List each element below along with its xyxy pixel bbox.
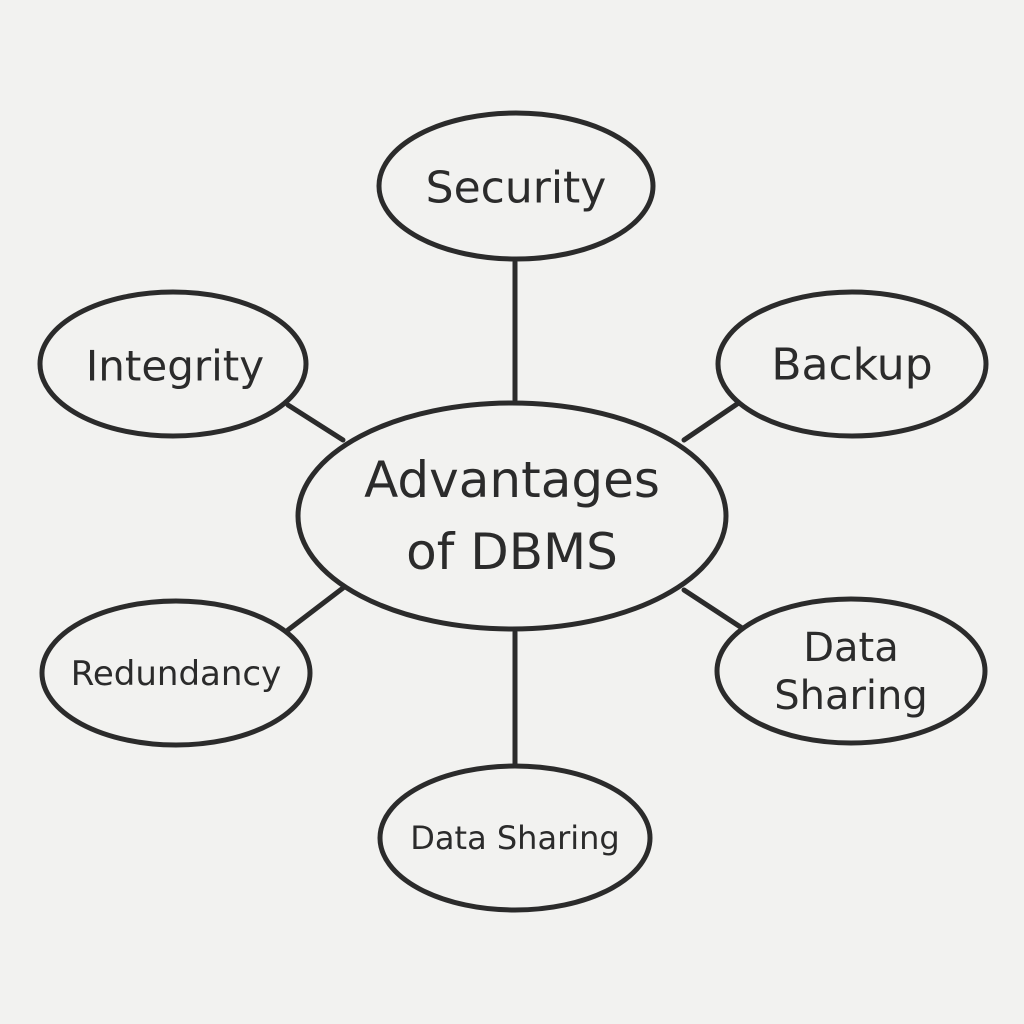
node-redundancy: Redundancy (39, 598, 313, 748)
center-node: Advantages of DBMS (295, 400, 729, 632)
edge-redundancy (285, 585, 346, 633)
center-label-line1: Advantages (364, 451, 660, 509)
node-redundancy-label: Redundancy (71, 654, 281, 694)
center-label-line2: of DBMS (406, 523, 618, 581)
node-data-sharing-bottom-label: Data Sharing (410, 819, 619, 857)
node-backup: Backup (715, 289, 989, 439)
edge-data-sharing-right (681, 587, 745, 631)
node-data-sharing-right: Data Sharing (714, 596, 988, 746)
node-backup-label: Backup (771, 340, 932, 391)
node-data-sharing-right-line1: Data (803, 625, 899, 671)
node-integrity: Integrity (37, 289, 309, 439)
edge-backup (681, 399, 743, 443)
node-security-label: Security (426, 163, 607, 214)
edge-integrity (285, 402, 346, 443)
node-data-sharing-bottom: Data Sharing (377, 763, 653, 913)
node-integrity-label: Integrity (86, 342, 264, 391)
node-security: Security (376, 110, 656, 262)
node-data-sharing-right-line2: Sharing (774, 673, 928, 719)
